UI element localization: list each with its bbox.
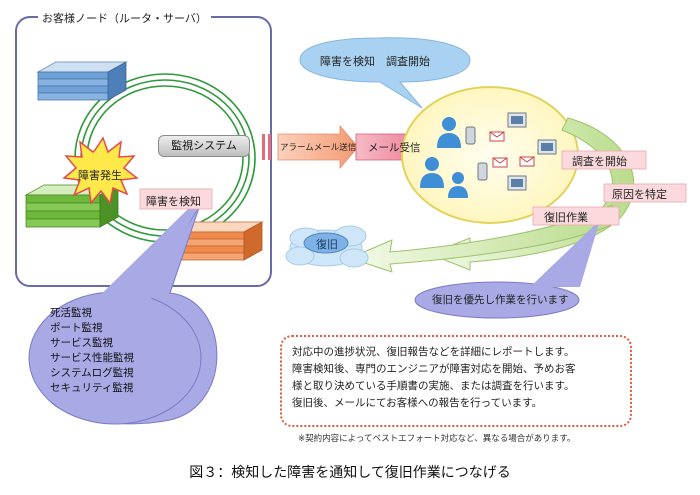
alarm-mail-label: アラームメール送信 (280, 143, 357, 153)
mail-receive-label: メール受信 (368, 142, 421, 154)
footnote: ※契約内容によってベストエフォート対応など、異なる場合があります。 (298, 434, 576, 444)
note-line: 復旧後、メールにてお客様への報告を行っています。 (292, 397, 543, 409)
investigate-start-label: 調査を開始 (572, 155, 627, 168)
recovery-work-label: 復旧作業 (544, 211, 588, 224)
operator-person-icon (420, 117, 468, 198)
alarm-line-1 (262, 134, 265, 160)
priority-bubble-tail (530, 220, 600, 287)
mail-envelope-icon (489, 131, 535, 168)
priority-label: 復旧を優先し作業を行います (432, 294, 569, 306)
identify-cause-badge-bg (603, 183, 687, 203)
recovery-disk (303, 232, 349, 254)
monitoring-item: セキュリティ監視 (50, 382, 134, 394)
operations-center-circle (401, 86, 579, 224)
monitoring-item: システムログ監視 (50, 367, 134, 379)
recovery-label: 復旧 (316, 238, 338, 251)
monitoring-item: サービス監視 (50, 337, 113, 349)
investigate-badge-bg (561, 150, 647, 170)
monitoring-items-list: 死活監視 ポート監視 サービス監視 サービス性能監視 システムログ監視 セキュリ… (50, 306, 134, 396)
server-stack-blue (36, 61, 128, 101)
priority-bubble (414, 281, 580, 319)
server-stack-orange (171, 221, 264, 261)
monitoring-items-bubble-tail (94, 194, 204, 301)
identify-cause-label: 原因を特定 (612, 188, 667, 201)
note-line: 対応中の進捗状況、復旧報告などを詳細にレポートします。 (292, 346, 575, 358)
note-line: 障害検知後、専門のエンジニアが障害対応を開始、予めお客 (292, 363, 576, 375)
incident-label: 障害発生 (78, 169, 122, 182)
detect-badge-bg (139, 188, 213, 210)
monitoring-item: ポート監視 (50, 322, 103, 334)
detect-investigate-label: 障害を検知 調査開始 (320, 55, 430, 68)
note-box: 対応中の進捗状況、復旧報告などを詳細にレポートします。 障害検知後、専門のエンジ… (280, 335, 632, 427)
alarm-arrow (277, 124, 359, 170)
workstation-icon (507, 112, 557, 191)
detect-label: 障害を検知 (146, 195, 201, 208)
recovery-arrow (348, 204, 619, 273)
note-line: 様と取り決めている手順書の実施、または調査を行います。 (292, 380, 575, 392)
alarm-line-2 (268, 134, 271, 160)
incident-burst-icon (62, 136, 139, 205)
monitoring-item: 死活監視 (50, 307, 92, 319)
recovery-work-badge-bg (532, 206, 620, 226)
server-group-title: お客様ノード（ルータ・サーバ） (38, 10, 211, 26)
mobile-phone-icon (465, 126, 488, 181)
detect-investigate-bubble (299, 37, 471, 109)
figure-caption: 図３：検知した障害を通知して復旧作業につなげる (189, 465, 511, 481)
monitoring-system-box: 監視システム (158, 135, 250, 157)
monitoring-item: サービス性能監視 (50, 352, 134, 364)
